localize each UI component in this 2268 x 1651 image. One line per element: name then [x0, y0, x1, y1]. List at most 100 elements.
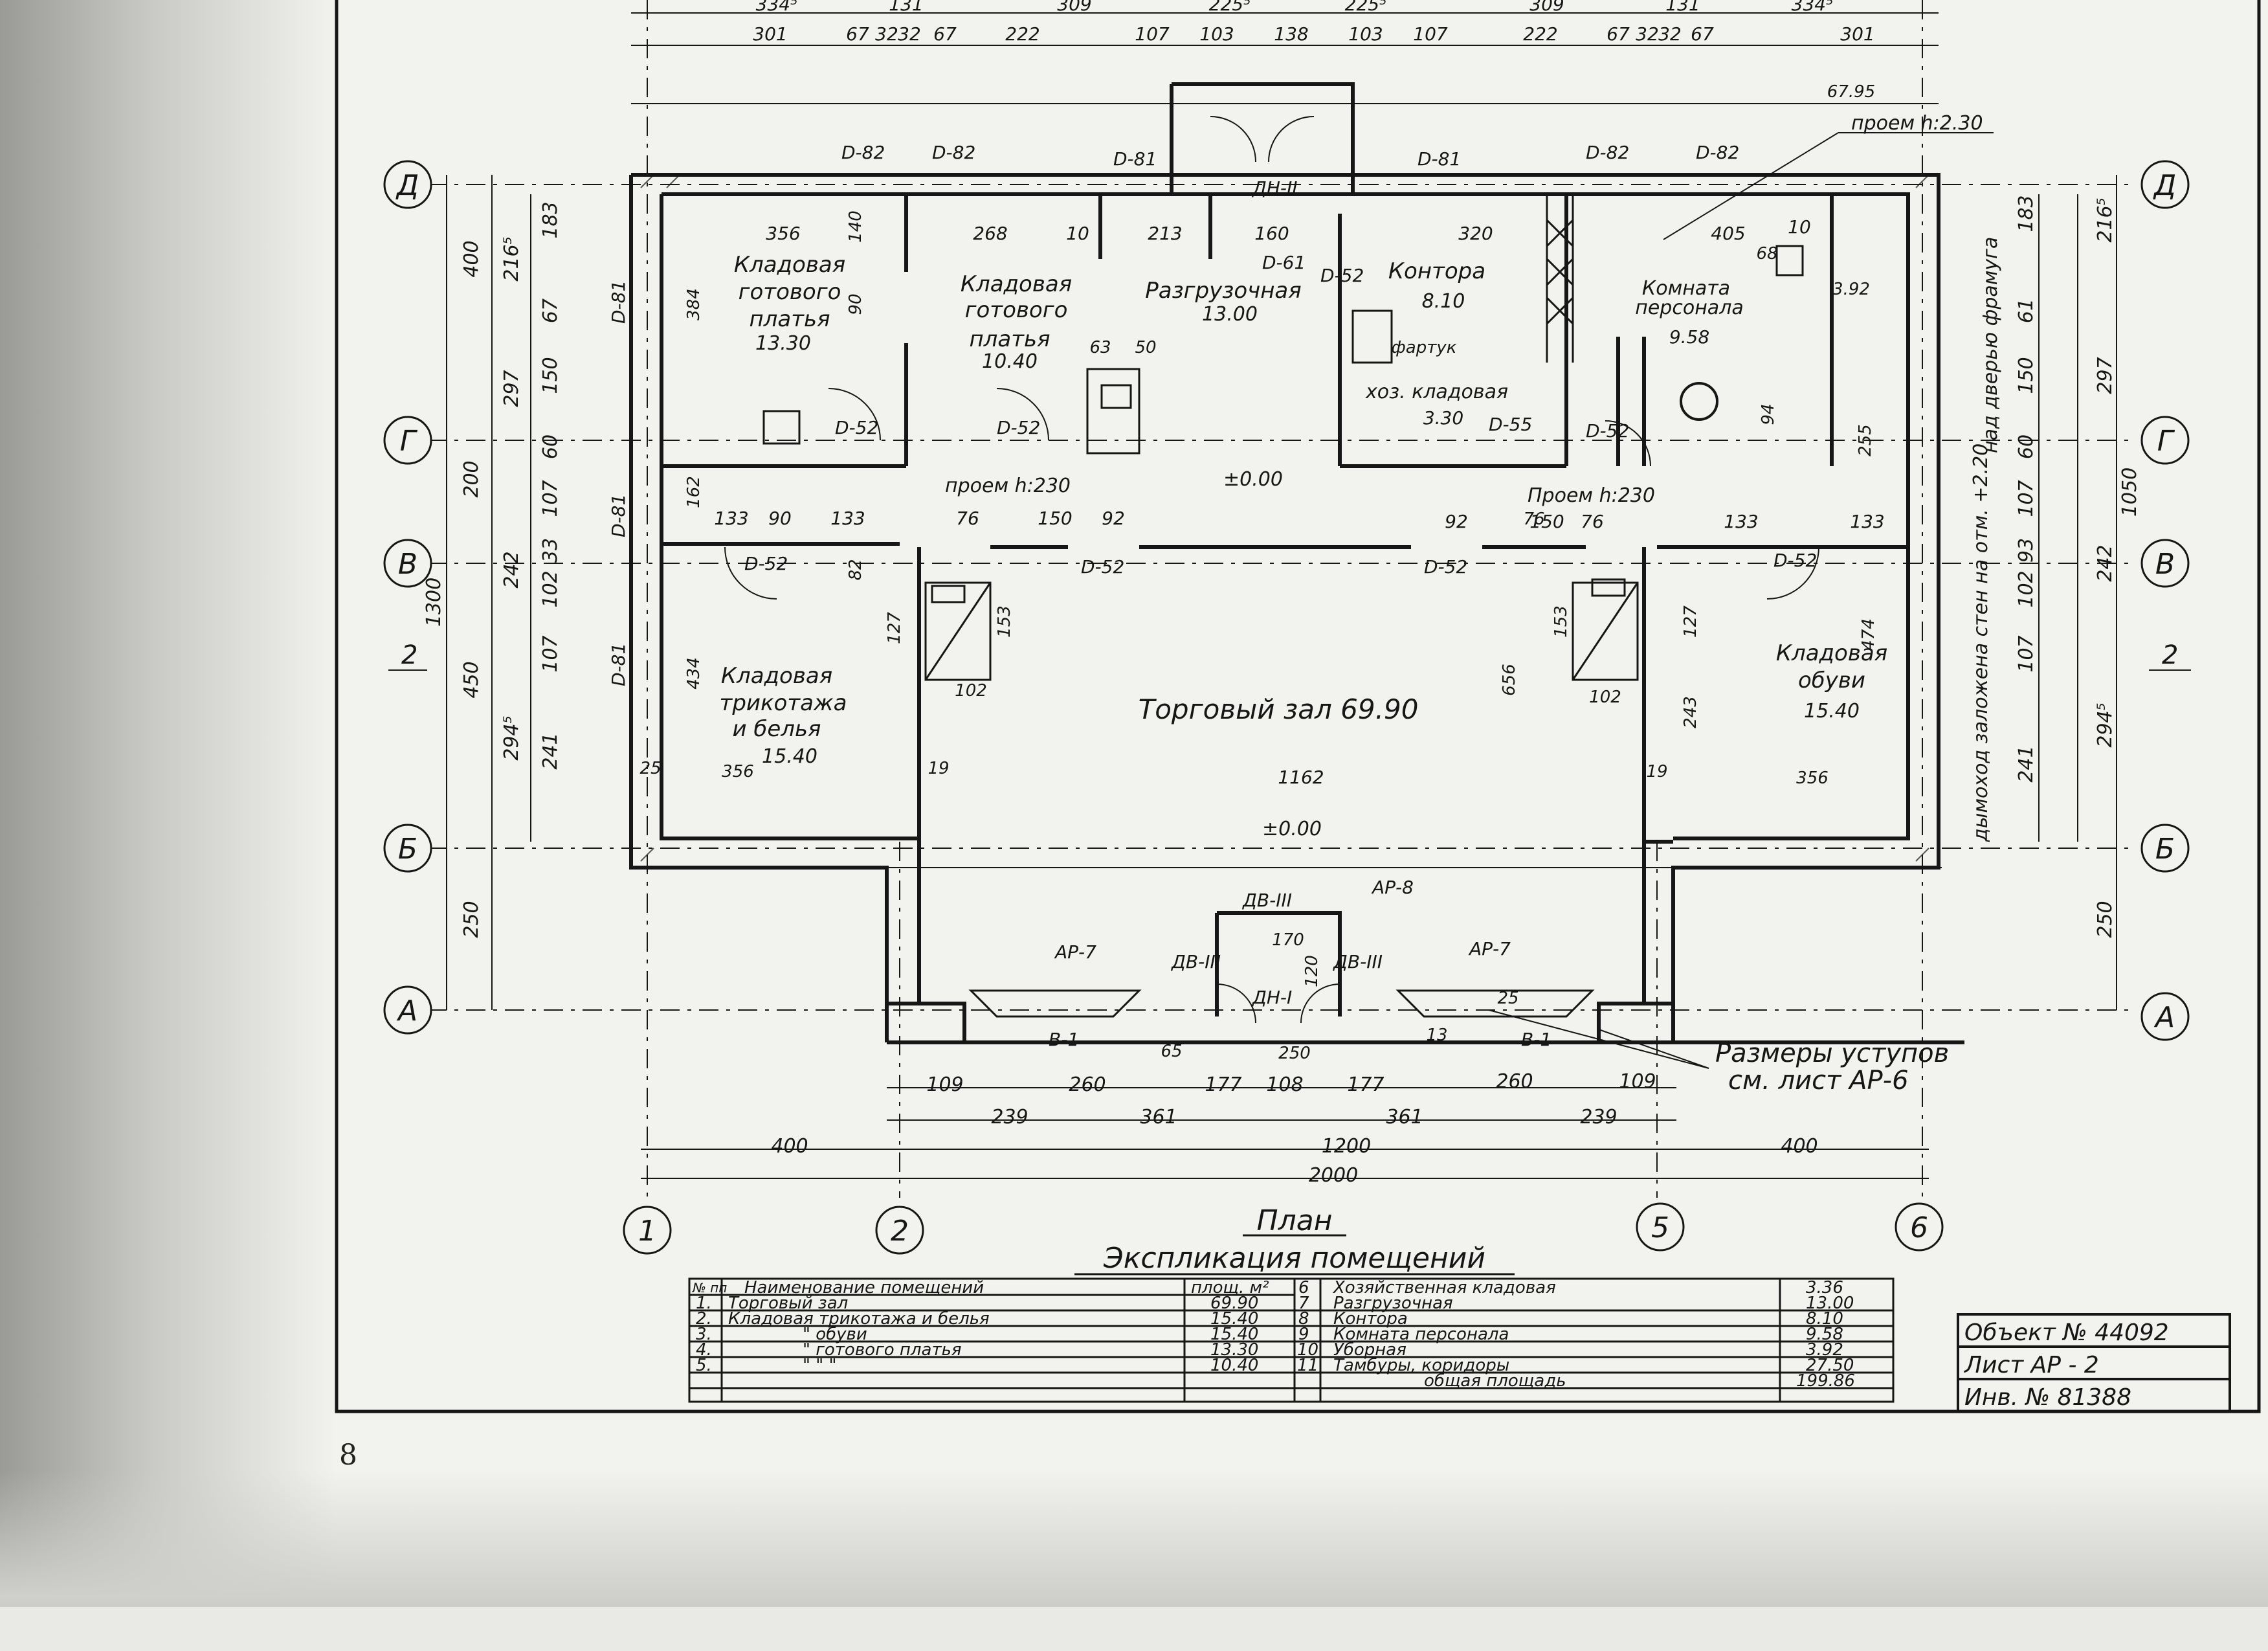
dim-bottom2-0: 239	[991, 1106, 1028, 1129]
axis-label-d-left: Д	[395, 169, 419, 202]
dim-left-small-1: 67	[539, 298, 562, 323]
dim-top1-7: 334⁵	[1792, 0, 1834, 15]
mark-b1-2: В-1	[1521, 1029, 1551, 1050]
explication-r7-area: 13.00	[1806, 1294, 1854, 1313]
note-steps-1: Размеры уступов	[1715, 1039, 1949, 1068]
explication-r9-area: 9.58	[1806, 1325, 1843, 1344]
dim-right-inner-1: 61	[2015, 298, 2038, 323]
room-storage-ready-2-l0: Кладовая	[961, 271, 1072, 297]
dim-bottom1-4: 177	[1347, 1073, 1384, 1096]
explication-l4-no: 4.	[696, 1340, 712, 1360]
mark-d82-2: D-82	[932, 142, 975, 163]
mark-db3-1: ДВ-III	[1241, 890, 1292, 911]
axis-label-b-left: Б	[398, 833, 417, 866]
room-knitwear-l0: Кладовая	[721, 663, 832, 689]
dim-left-small-0: 183	[539, 201, 562, 238]
axis-label-5: 5	[1651, 1211, 1669, 1244]
dim-misc-0: 384	[684, 288, 704, 320]
dim-right-inner-8: 241	[2015, 745, 2038, 782]
mark-d55: D-55	[1489, 414, 1532, 435]
dim-top2-9: 103	[1348, 23, 1383, 45]
dim-misc-8: 102	[955, 681, 987, 701]
axis-bubble-b-left	[383, 824, 432, 873]
mark-db3-3: ДВ-III	[1332, 951, 1383, 972]
mark-db3-2: ДВ-III	[1170, 951, 1221, 972]
axis-bubble-a-right	[2140, 992, 2190, 1041]
axis-bubble-b-right	[2140, 824, 2190, 873]
dim-left-small-2: 150	[539, 357, 562, 394]
dim-top2-16: 301	[1840, 23, 1874, 45]
note-opening-mid-2: Проем h:230	[1528, 484, 1655, 507]
dim-left-outer-3: 250	[460, 901, 483, 938]
dim-bottom1-5: 260	[1496, 1070, 1533, 1093]
explication-r6-no: 6	[1298, 1278, 1309, 1297]
dim-top2-13: 32	[1636, 23, 1659, 45]
page-number: 8	[339, 1439, 357, 1472]
room-shoes-l0: Кладовая	[1776, 640, 1887, 666]
wall-hatching	[640, 174, 1929, 862]
dim-top2-6: 107	[1135, 23, 1170, 45]
dim-misc-13: 127	[1681, 605, 1700, 638]
dim-top2-8: 138	[1274, 23, 1308, 45]
mark-ap7-2: АР-7	[1468, 938, 1511, 960]
axis-bubble-6	[1895, 1202, 1944, 1252]
dim-top2-0: 301	[753, 23, 787, 45]
mark-d81-4: D-81	[608, 494, 629, 537]
explication-r9-no: 9	[1298, 1325, 1309, 1344]
symbols	[762, 245, 1804, 603]
door-swings	[724, 116, 1819, 1024]
dim-misc-25: 13	[1426, 1026, 1447, 1045]
dim-misc-23: 65	[1161, 1042, 1182, 1061]
room-unloading-l0: Разгрузочная	[1145, 278, 1301, 304]
dim-right-inner-3: 60	[2015, 434, 2038, 459]
explication-title: Экспликация помещений	[1103, 1242, 1485, 1275]
stamp-inv: Инв. № 81388	[1964, 1384, 2131, 1411]
dim-top1-6: 131	[1665, 0, 1700, 15]
dim-misc-30: 255	[1856, 424, 1875, 456]
dim-left-small-6: 102	[539, 570, 562, 607]
axis-label-b-right: Б	[2155, 833, 2175, 866]
explication-r10-name: Уборная	[1333, 1340, 1406, 1360]
dim-inner-7: 10	[1788, 216, 1811, 238]
dim-left-inner-3: 294⁵	[500, 715, 523, 760]
dim-top1-5: 309	[1529, 0, 1564, 15]
axis-label-a-right: А	[2153, 1001, 2175, 1034]
room-storage-ready-1-l2: платья	[749, 306, 830, 332]
dim-mid-3: 76	[956, 508, 979, 529]
dim-misc-28: 68	[1756, 244, 1777, 264]
explication-l1-name: Торговый зал	[728, 1294, 848, 1313]
dim-left-inner-0: 216⁵	[500, 236, 523, 281]
explication-l4-name: " готового платья	[803, 1340, 962, 1360]
mark-d61: D-61	[1262, 252, 1306, 273]
room-staff-l2: 9.58	[1669, 326, 1709, 348]
dim-right-outer-2: 242	[2094, 545, 2117, 581]
mark-dn2: ДН-II	[1251, 177, 1298, 199]
dimension-lines	[446, 12, 2117, 1179]
explication-l1-area: 69.90	[1210, 1294, 1258, 1313]
dim-misc-12: 474	[1859, 618, 1878, 651]
axis-bubble-2	[875, 1206, 924, 1255]
dim-bottom3-0: 400	[771, 1135, 808, 1158]
axis-label-g-right: Г	[2157, 425, 2175, 458]
dim-misc-21: 120	[1302, 955, 1322, 987]
room-trade-hall: Торговый зал 69.90	[1139, 693, 1419, 725]
mark-d81-5: D-81	[608, 643, 629, 686]
mark-d82-3: D-82	[1586, 142, 1629, 163]
room-toilet: 3.92	[1832, 280, 1870, 299]
ladder	[1546, 194, 1574, 363]
mark-d82-1: D-82	[841, 142, 885, 163]
dim-top2-7: 103	[1199, 23, 1234, 45]
dim-misc-1: 140	[846, 210, 865, 243]
explication-l1-no: 1.	[696, 1294, 712, 1313]
dim-bottom1-1: 260	[1069, 1073, 1106, 1096]
dim-top2-11: 222	[1523, 23, 1557, 45]
dim-left-small-8: 241	[539, 732, 562, 769]
dim-right-inner-2: 150	[2015, 357, 2038, 394]
axis-label-g-left: Г	[400, 425, 418, 458]
note-zero-2: ±0.00	[1262, 818, 1322, 840]
dim-misc-20: 170	[1272, 930, 1304, 950]
room-fartuk: фартук	[1392, 338, 1457, 357]
dim-mid-0: 133	[714, 508, 748, 529]
explication-r8-area: 8.10	[1806, 1309, 1843, 1329]
